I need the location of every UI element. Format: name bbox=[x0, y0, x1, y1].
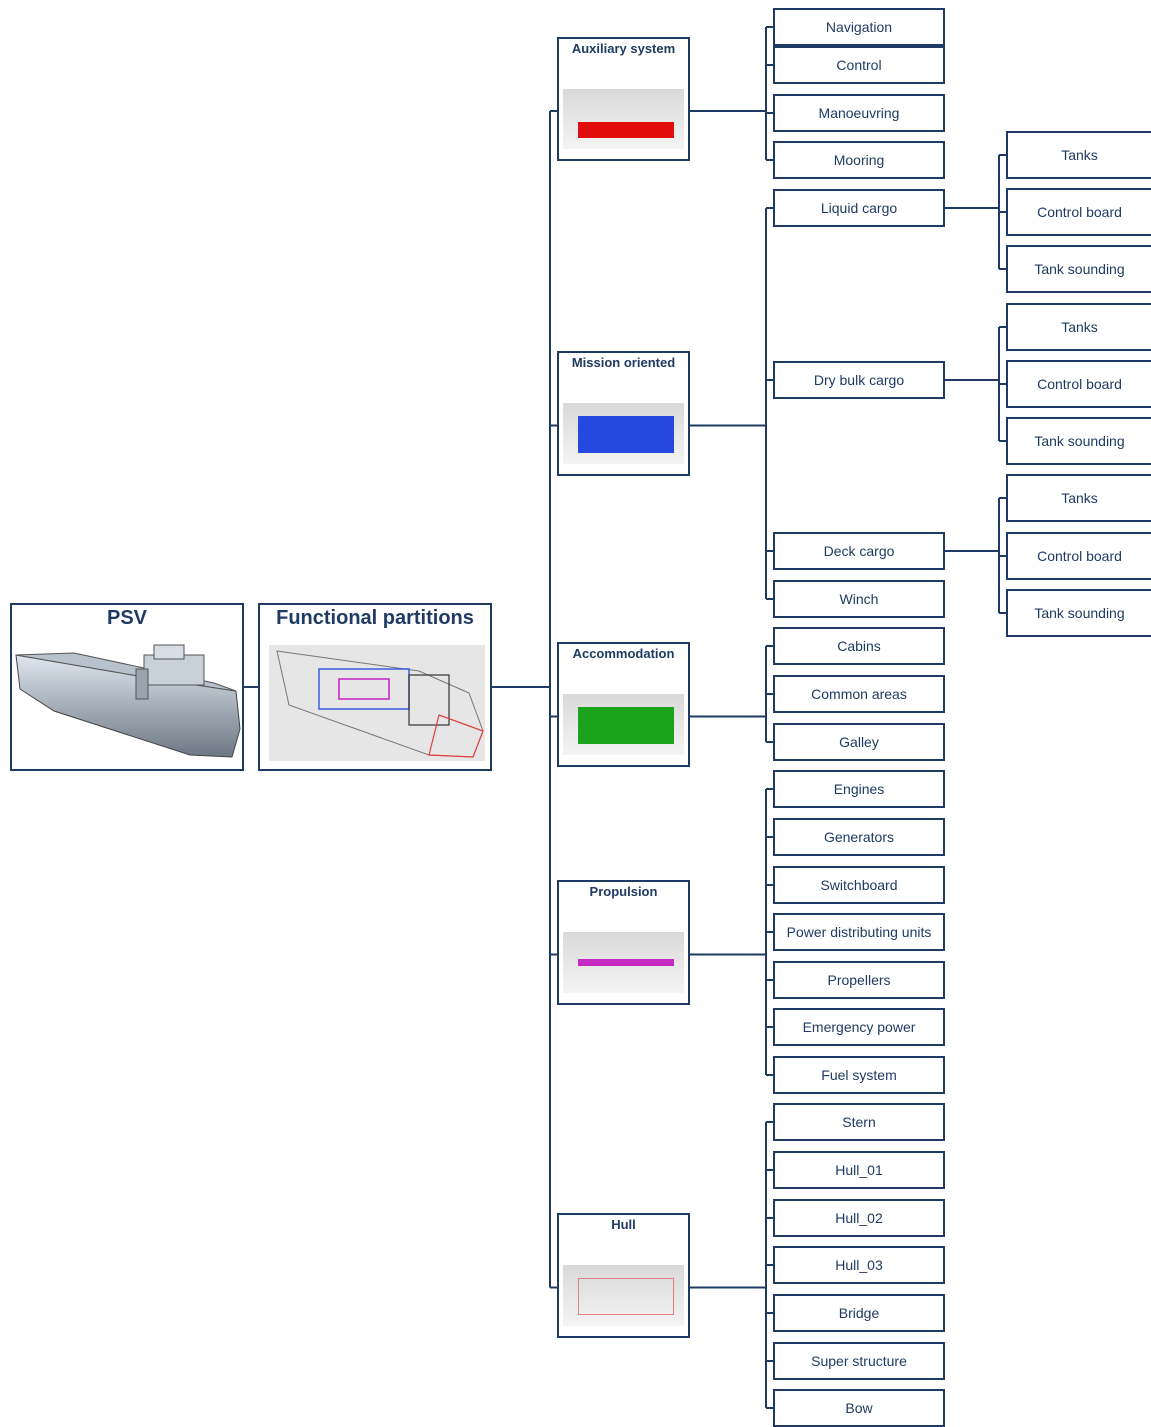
cargo-detail-tank-sounding: Tank sounding bbox=[1006, 417, 1151, 465]
leaf-common-areas: Common areas bbox=[773, 675, 945, 713]
subsystem-render-icon bbox=[563, 694, 684, 755]
ship-render-icon bbox=[15, 644, 241, 758]
cargo-detail-control-board: Control board bbox=[1006, 188, 1151, 236]
leaf-bridge: Bridge bbox=[773, 1294, 945, 1332]
leaf-super-structure: Super structure bbox=[773, 1342, 945, 1380]
leaf-cabins: Cabins bbox=[773, 627, 945, 665]
subsystem-auxiliary-system: Auxiliary system bbox=[557, 37, 690, 161]
leaf-emergency-power: Emergency power bbox=[773, 1008, 945, 1046]
subsystem-render-icon bbox=[563, 403, 684, 464]
leaf-mooring: Mooring bbox=[773, 141, 945, 179]
leaf-navigation: Navigation bbox=[773, 8, 945, 46]
functional-partitions-node: Functional partitions bbox=[258, 603, 492, 771]
leaf-switchboard: Switchboard bbox=[773, 866, 945, 904]
functional-render-icon bbox=[269, 645, 485, 761]
cargo-detail-tanks: Tanks bbox=[1006, 131, 1151, 179]
leaf-hull-01: Hull_01 bbox=[773, 1151, 945, 1189]
leaf-stern: Stern bbox=[773, 1103, 945, 1141]
subsystem-title: Propulsion bbox=[589, 884, 658, 899]
cargo-detail-control-board: Control board bbox=[1006, 532, 1151, 580]
psv-node: PSV bbox=[10, 603, 244, 771]
cargo-detail-tank-sounding: Tank sounding bbox=[1006, 589, 1151, 637]
cargo-detail-control-board: Control board bbox=[1006, 360, 1151, 408]
subsystem-hull: Hull bbox=[557, 1213, 690, 1338]
leaf-generators: Generators bbox=[773, 818, 945, 856]
cargo-detail-tank-sounding: Tank sounding bbox=[1006, 245, 1151, 293]
psv-title: PSV bbox=[106, 607, 148, 629]
functional-partitions-title: Functional partitions bbox=[276, 607, 474, 629]
cargo-detail-tanks: Tanks bbox=[1006, 303, 1151, 351]
subsystem-title: Accommodation bbox=[572, 646, 675, 661]
leaf-propellers: Propellers bbox=[773, 961, 945, 999]
leaf-winch: Winch bbox=[773, 580, 945, 618]
cargo-detail-tanks: Tanks bbox=[1006, 474, 1151, 522]
subsystem-accommodation: Accommodation bbox=[557, 642, 690, 767]
leaf-hull-03: Hull_03 bbox=[773, 1246, 945, 1284]
leaf-power-distributing-units: Power distributing units bbox=[773, 913, 945, 951]
subsystem-title: Mission oriented bbox=[571, 355, 676, 370]
subsystem-propulsion: Propulsion bbox=[557, 880, 690, 1005]
subsystem-title: Hull bbox=[611, 1217, 636, 1232]
leaf-dry-bulk-cargo: Dry bulk cargo bbox=[773, 361, 945, 399]
leaf-liquid-cargo: Liquid cargo bbox=[773, 189, 945, 227]
leaf-hull-02: Hull_02 bbox=[773, 1199, 945, 1237]
leaf-control: Control bbox=[773, 46, 945, 84]
leaf-bow: Bow bbox=[773, 1389, 945, 1427]
subsystem-title: Auxiliary system bbox=[571, 41, 676, 56]
leaf-fuel-system: Fuel system bbox=[773, 1056, 945, 1094]
subsystem-render-icon bbox=[563, 89, 684, 149]
leaf-galley: Galley bbox=[773, 723, 945, 761]
subsystem-render-icon bbox=[563, 932, 684, 993]
leaf-engines: Engines bbox=[773, 770, 945, 808]
leaf-deck-cargo: Deck cargo bbox=[773, 532, 945, 570]
subsystem-mission-oriented: Mission oriented bbox=[557, 351, 690, 476]
subsystem-render-icon bbox=[563, 1265, 684, 1326]
leaf-manoeuvring: Manoeuvring bbox=[773, 94, 945, 132]
